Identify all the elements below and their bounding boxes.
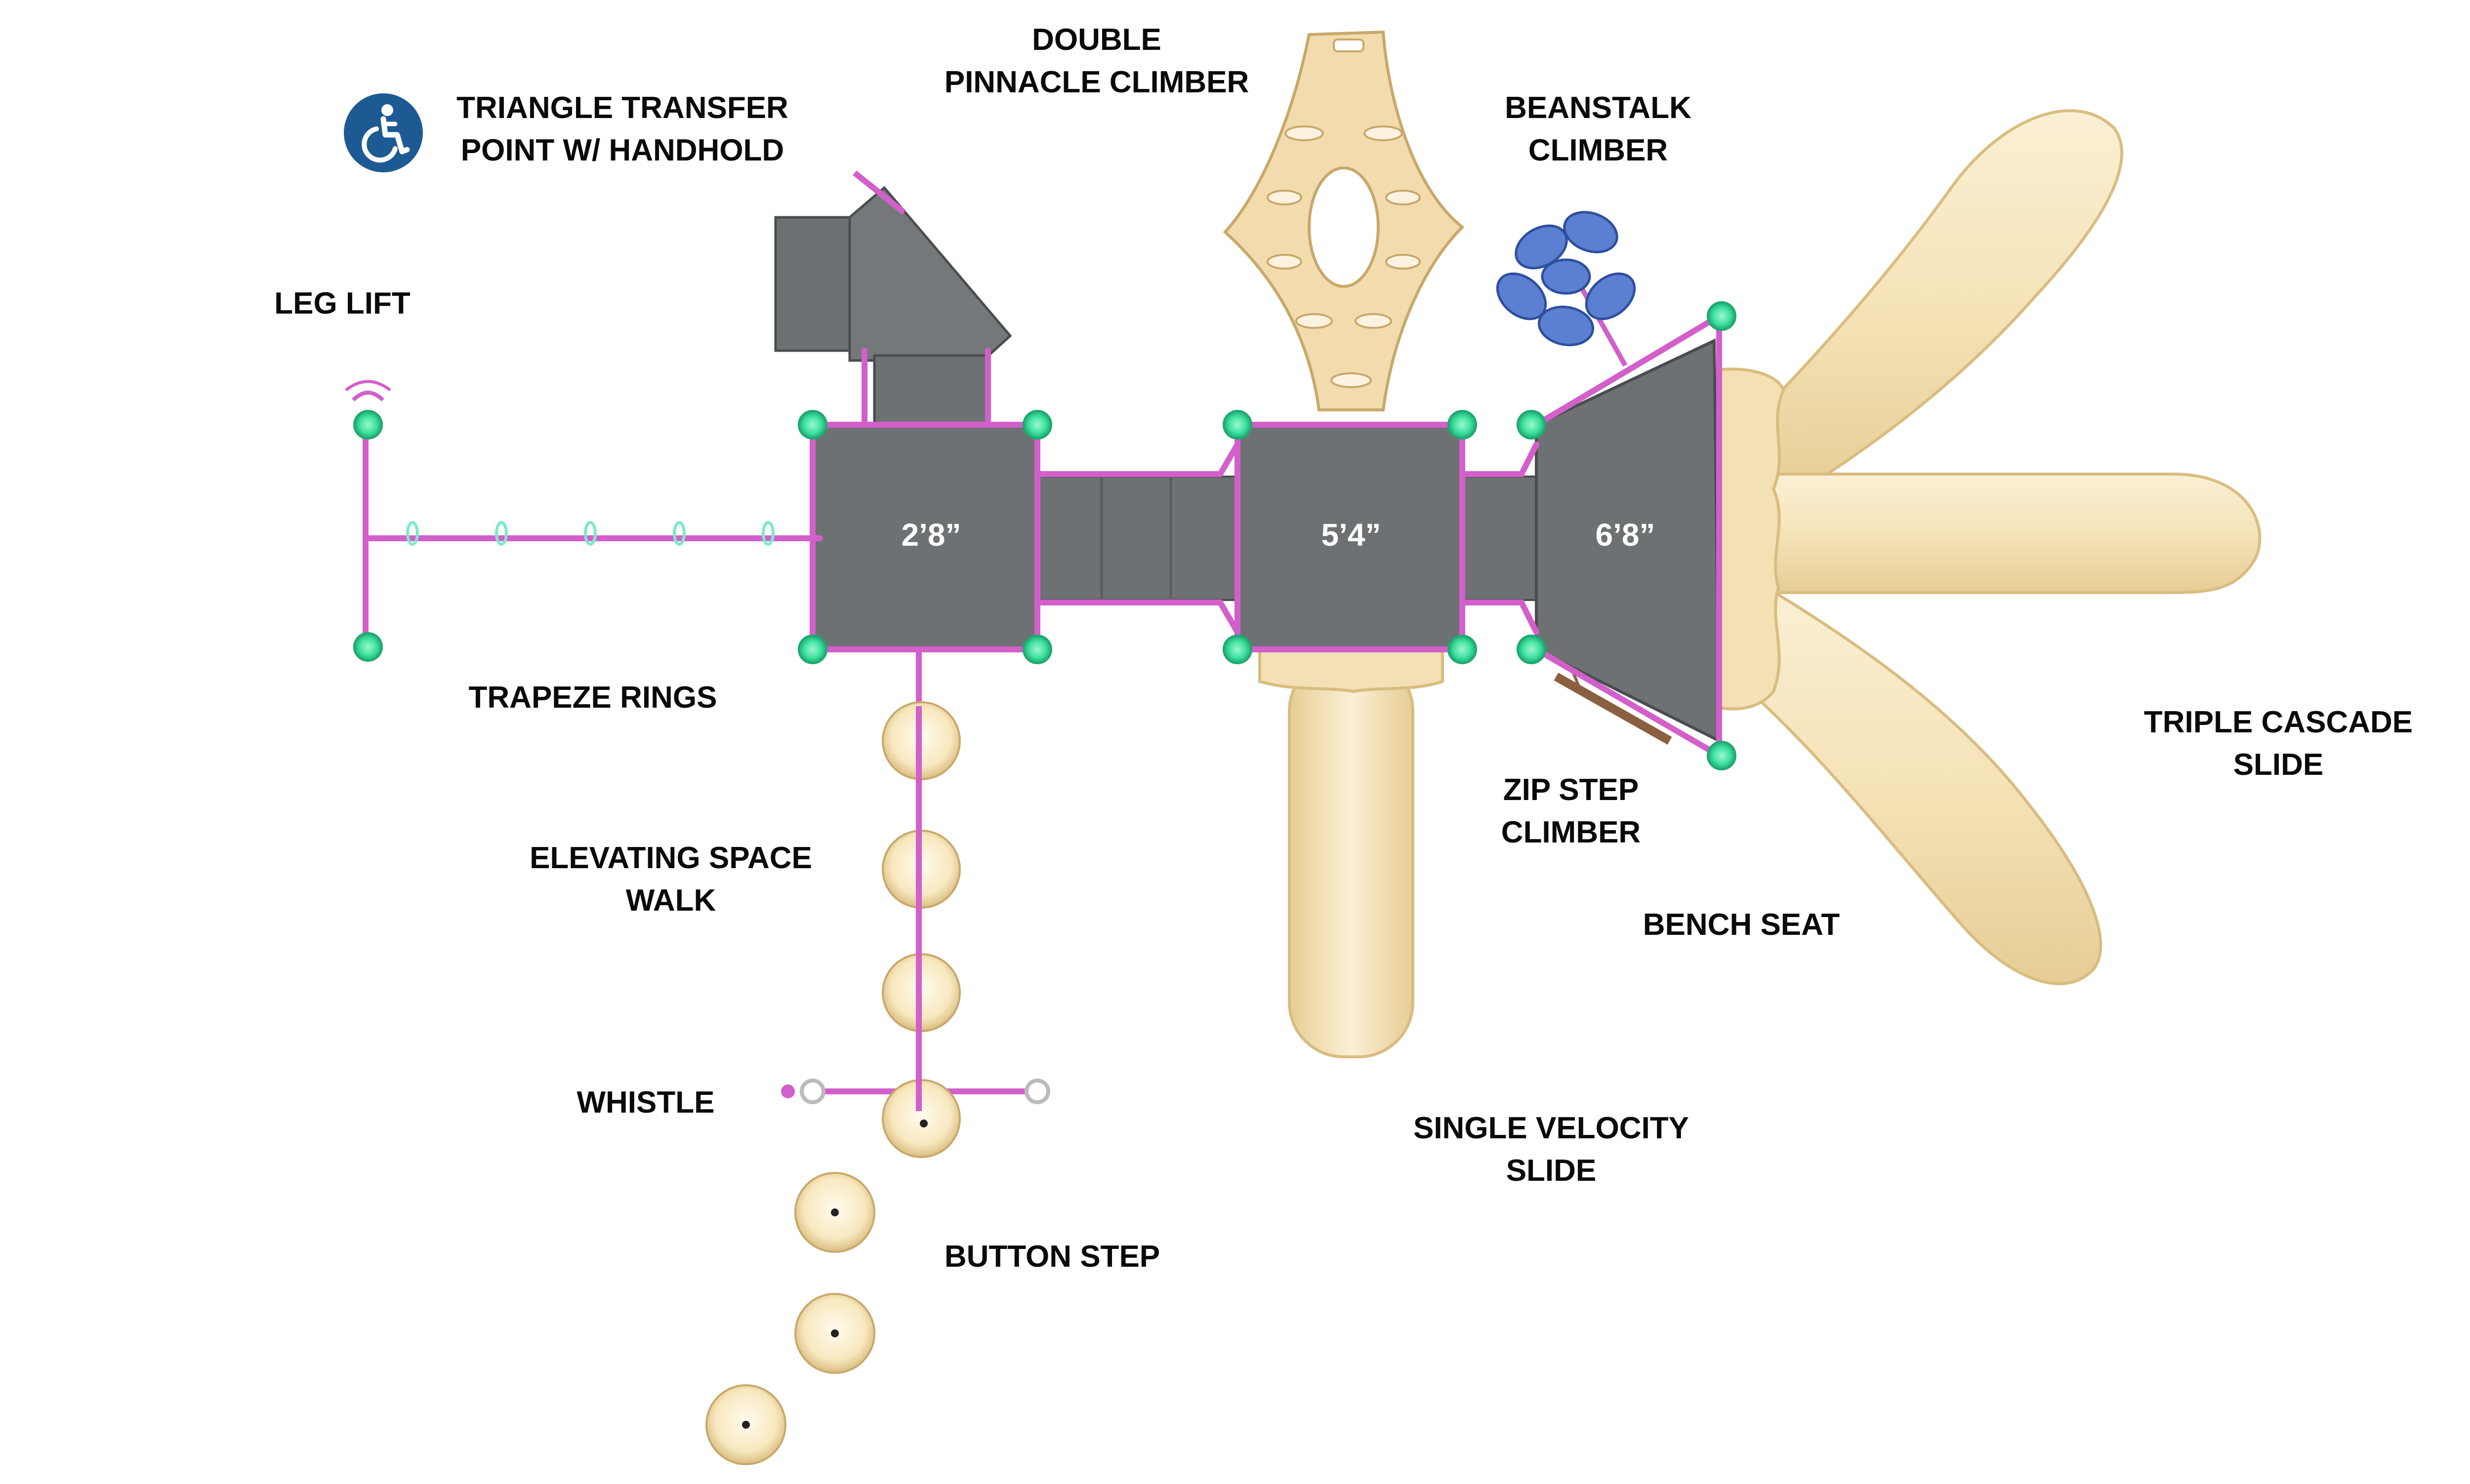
leg-lift-arc: [352, 391, 384, 401]
label-zip-step-climber: ZIP STEP CLIMBER: [1501, 769, 1641, 854]
label-line: SINGLE VELOCITY: [1413, 1111, 1689, 1145]
label-leg-lift: LEG LIFT: [274, 282, 411, 325]
label-line: ELEVATING SPACE: [530, 841, 812, 875]
label-line: LEG LIFT: [274, 286, 411, 321]
deck-3-height: 6’8”: [1596, 517, 1655, 553]
slide-hood: [1713, 367, 1785, 711]
label-button-step: BUTTON STEP: [945, 1236, 1160, 1278]
label-triangle-transfer-point: TRIANGLE TRANSFER POINT W/ HANDHOLD: [456, 87, 788, 172]
whistle: [781, 1079, 1050, 1104]
label-trapeze-rings: TRAPEZE RINGS: [469, 677, 717, 719]
label-line: DOUBLE: [1032, 23, 1161, 57]
slide-chute: [1288, 655, 1414, 1058]
slide-upper: [1737, 109, 2123, 501]
label-line: POINT W/ HANDHOLD: [460, 133, 784, 167]
deck-2-height: 5’4”: [1321, 517, 1381, 553]
button-steps: [705, 1172, 875, 1465]
label-line: ZIP STEP: [1503, 773, 1639, 807]
label-line: CLIMBER: [1528, 133, 1668, 167]
triple-cascade-slide: [1713, 109, 2262, 985]
slide-middle: [1737, 473, 2262, 594]
single-velocity-slide: [1258, 639, 1444, 1058]
label-triple-cascade-slide: TRIPLE CASCADE SLIDE: [2144, 701, 2413, 786]
beanstalk-climber: [1496, 211, 1636, 367]
label-whistle: WHISTLE: [577, 1082, 715, 1124]
label-line: TRAPEZE RINGS: [468, 681, 717, 715]
triangle-transfer-point: [774, 170, 1012, 426]
leg-lift-arc: [345, 380, 391, 392]
label-line: CLIMBER: [1501, 815, 1641, 849]
label-line: WALK: [625, 883, 716, 918]
label-line: TRIPLE CASCADE: [2143, 705, 2413, 739]
double-pinnacle-climber: [1223, 30, 1465, 411]
label-line: PINNACLE CLIMBER: [944, 65, 1249, 99]
label-beanstalk-climber: BEANSTALK CLIMBER: [1505, 87, 1691, 172]
label-line: SLIDE: [2233, 748, 2324, 782]
label-single-velocity-slide: SINGLE VELOCITY SLIDE: [1413, 1107, 1689, 1192]
posts: [353, 301, 1736, 770]
trapeze-rings: [406, 521, 775, 546]
deck-1-height: 2’8”: [902, 517, 961, 553]
label-line: BUTTON STEP: [944, 1240, 1160, 1274]
elevating-space-walk: [882, 701, 961, 1158]
label-line: BENCH SEAT: [1643, 908, 1840, 942]
label-line: SLIDE: [1506, 1154, 1597, 1188]
label-line: BEANSTALK: [1505, 91, 1691, 125]
label-elevating-space-walk: ELEVATING SPACE WALK: [530, 837, 812, 922]
label-bench-seat: BENCH SEAT: [1643, 904, 1840, 946]
label-line: TRIANGLE TRANSFER: [456, 91, 788, 125]
slide-lower: [1737, 580, 2102, 985]
bridge-2-3: [1456, 476, 1537, 601]
bridge-1-2: [1031, 476, 1241, 601]
label-line: WHISTLE: [576, 1085, 715, 1120]
label-double-pinnacle-climber: DOUBLE PINNACLE CLIMBER: [945, 19, 1249, 104]
accessibility-icon: [344, 93, 423, 172]
